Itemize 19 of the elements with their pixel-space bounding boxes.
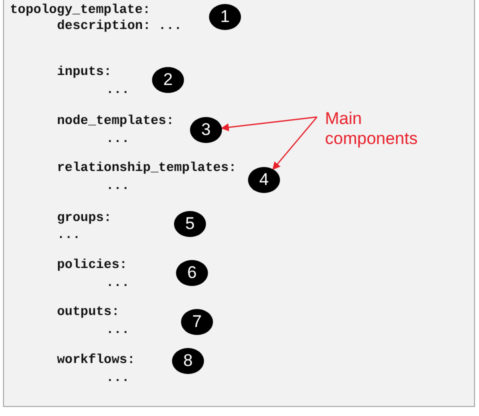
arrow bbox=[220, 116, 318, 132]
code-line: outputs: bbox=[57, 304, 120, 319]
code-line: policies: bbox=[57, 257, 128, 272]
code-line: ... bbox=[57, 227, 80, 242]
callout-text: Main components bbox=[325, 109, 435, 149]
code-line: groups: bbox=[57, 210, 112, 225]
code-line: ... bbox=[106, 322, 130, 337]
code-line: ... bbox=[106, 178, 130, 193]
code-line: inputs: bbox=[57, 64, 112, 79]
arrow bbox=[272, 116, 318, 170]
code-line: ... bbox=[106, 275, 130, 290]
code-line: workflows: bbox=[57, 352, 136, 367]
code-line: ... bbox=[106, 82, 130, 97]
code-line: ... bbox=[106, 370, 130, 385]
code-line: node_templates: bbox=[57, 113, 174, 128]
code-line: ... bbox=[106, 131, 130, 146]
code-line: relationship_templates: bbox=[57, 160, 236, 175]
code-line: description: ... bbox=[57, 18, 182, 33]
code-line: topology_template: bbox=[10, 2, 150, 17]
